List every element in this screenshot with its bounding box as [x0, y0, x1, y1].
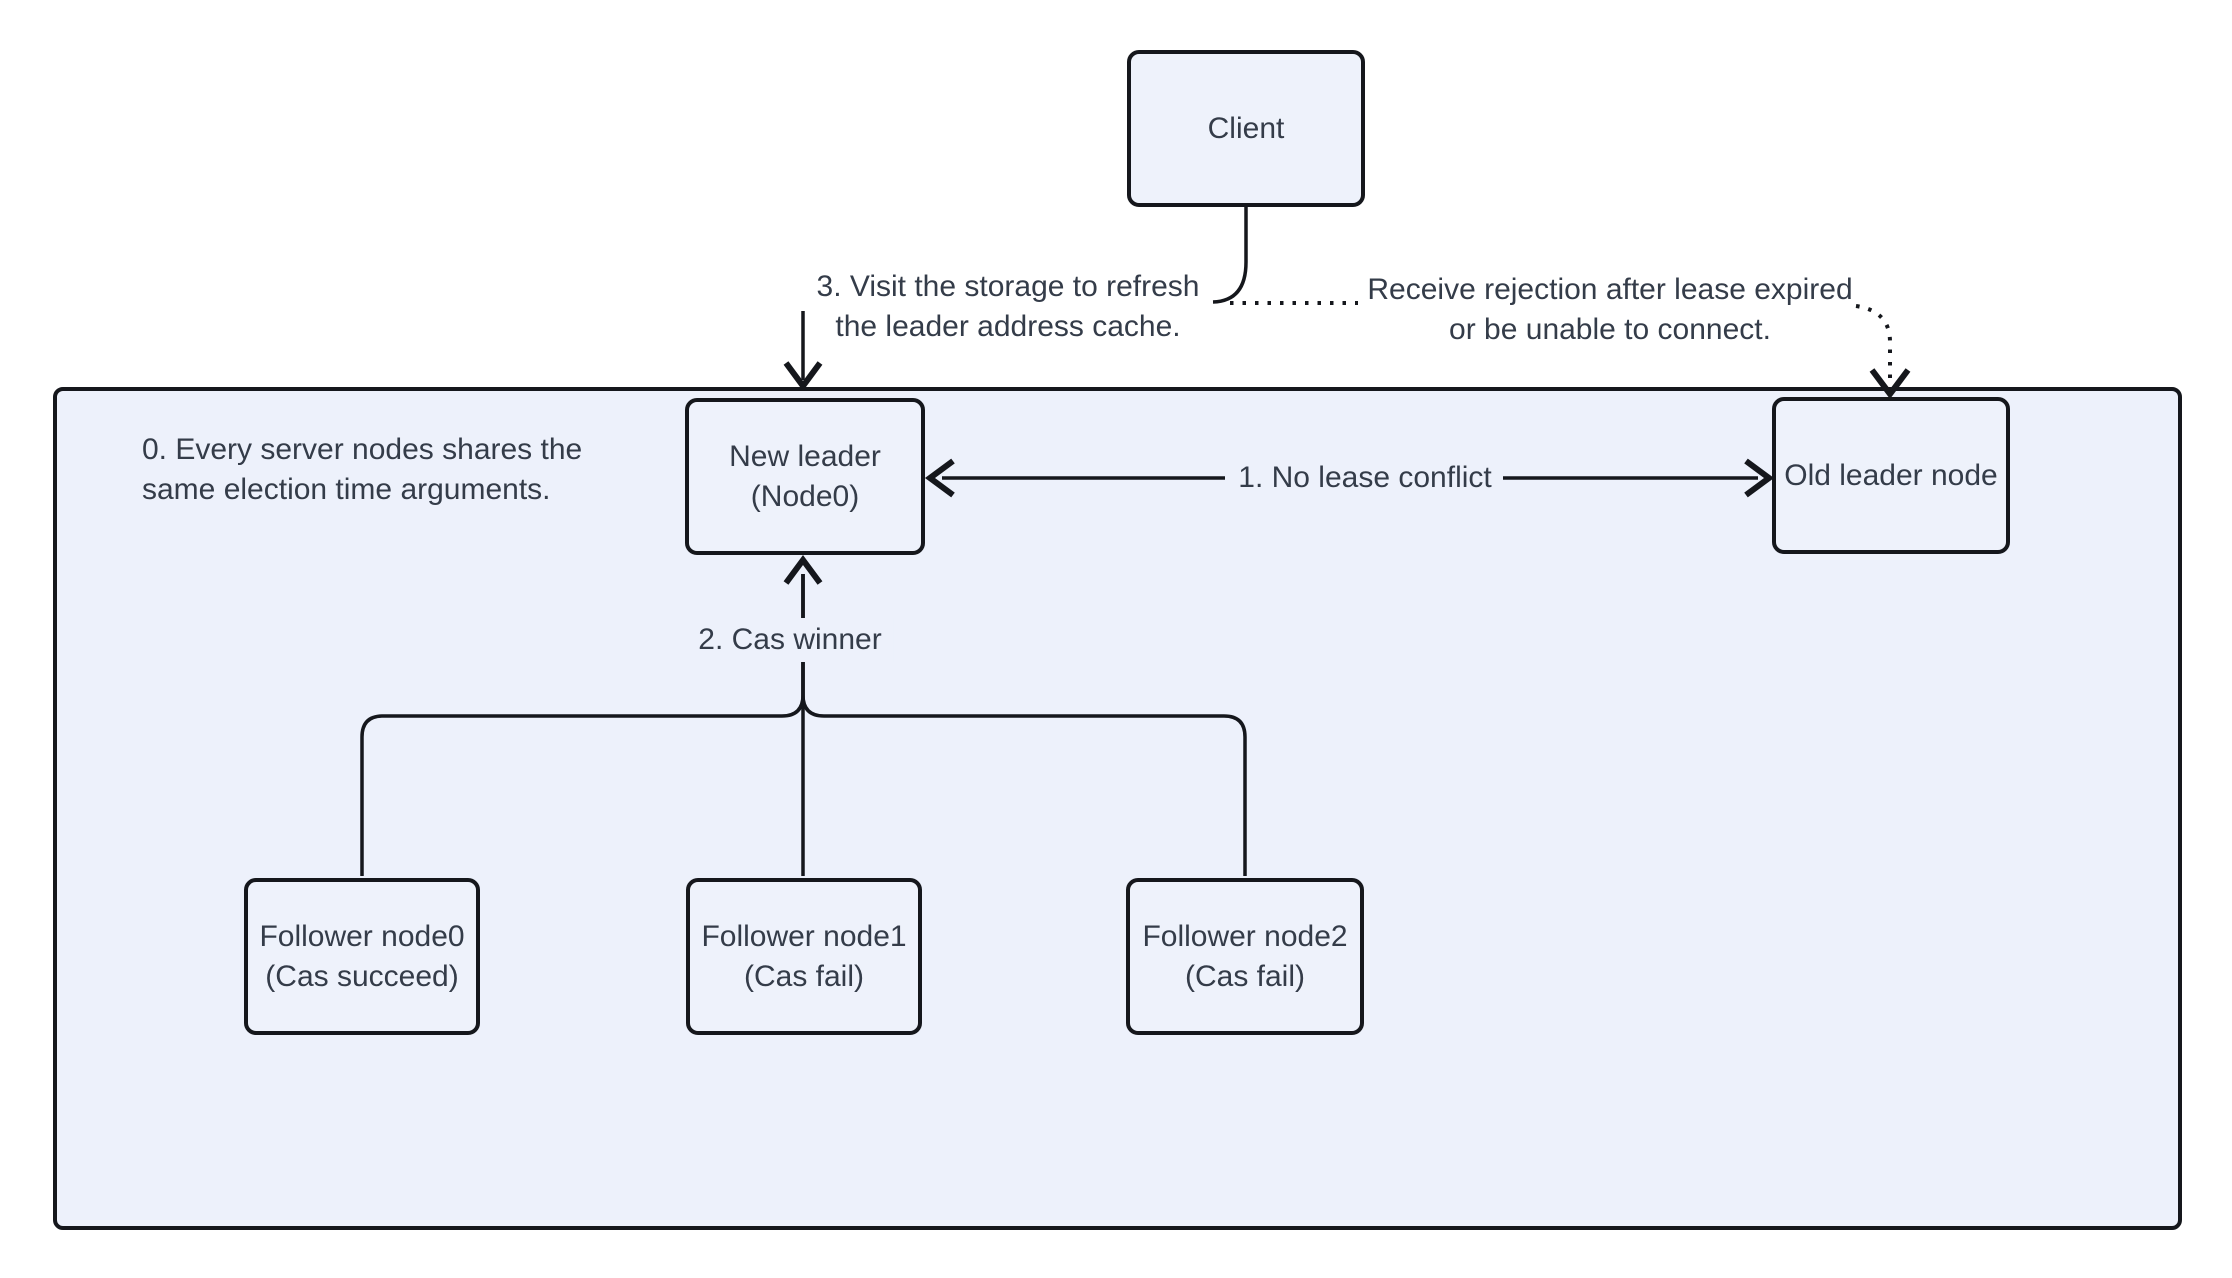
- annotation-election-note-line2: same election time arguments.: [142, 473, 551, 506]
- annotation-receive-rejection-line1: Receive rejection after lease expired: [1367, 273, 1853, 306]
- annotation-election-note: 0. Every server nodes shares the same el…: [142, 430, 582, 510]
- node-follower0-sublabel: (Cas succeed): [265, 959, 459, 993]
- node-old-leader-label: Old leader node: [1784, 458, 1998, 492]
- node-follower1: Follower node1 (Cas fail): [686, 878, 922, 1035]
- annotation-visit-storage-line1: 3. Visit the storage to refresh: [816, 270, 1200, 303]
- node-new-leader-sublabel: (Node0): [750, 479, 860, 513]
- node-old-leader: Old leader node: [1772, 397, 2010, 554]
- node-follower2-label: Follower node2: [1142, 919, 1348, 953]
- node-new-leader-label: New leader: [729, 439, 881, 473]
- annotation-visit-storage-line2: the leader address cache.: [835, 310, 1181, 343]
- annotation-election-note-line1: 0. Every server nodes shares the: [142, 433, 583, 466]
- node-follower0: Follower node0 (Cas succeed): [244, 878, 480, 1035]
- node-follower2-sublabel: (Cas fail): [1184, 959, 1305, 993]
- annotation-visit-storage: 3. Visit the storage to refresh the lead…: [817, 267, 1200, 347]
- label-no-lease-conflict: 1. No lease conflict: [1238, 461, 1492, 494]
- node-follower1-label: Follower node1: [701, 919, 907, 953]
- annotation-receive-rejection: Receive rejection after lease expired or…: [1367, 270, 1852, 350]
- node-follower1-sublabel: (Cas fail): [743, 959, 864, 993]
- node-client-label: Client: [1207, 111, 1285, 145]
- annotation-receive-rejection-line2: or be unable to connect.: [1449, 313, 1771, 346]
- node-follower0-label: Follower node0: [259, 919, 465, 953]
- node-follower2: Follower node2 (Cas fail): [1126, 878, 1364, 1035]
- node-client: Client: [1127, 50, 1365, 207]
- node-new-leader: New leader (Node0): [685, 398, 925, 555]
- connector-client-down: [1212, 207, 1248, 304]
- label-cas-winner: 2. Cas winner: [686, 618, 894, 662]
- arrow-visit-storage: [783, 311, 823, 392]
- arrowhead-down-icon: [783, 361, 823, 392]
